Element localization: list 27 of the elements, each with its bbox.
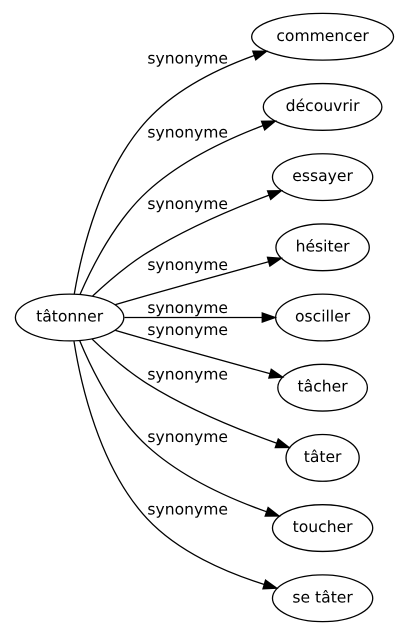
arrow [124, 312, 278, 323]
edge-label: synonyme [147, 500, 228, 519]
edge-label: synonyme [147, 50, 228, 68]
node-ellipse: toucher [272, 504, 374, 552]
node-ellipse: tâtonner [14, 293, 124, 342]
arrow [115, 330, 284, 379]
arrow [92, 338, 291, 448]
arrow [73, 340, 279, 590]
edge-label: synonyme [147, 195, 228, 214]
edge-label: synonyme [147, 299, 228, 318]
edge-label: synonyme [147, 365, 228, 384]
arrow [92, 190, 284, 296]
edge-label: synonyme [147, 256, 228, 274]
node-ellipse: osciller [274, 293, 370, 342]
arrow [115, 256, 284, 306]
edge-label: synonyme [147, 321, 228, 340]
arrow [74, 50, 268, 294]
arrow [79, 340, 281, 517]
node-ellipse: tâcher [277, 364, 368, 412]
node-ellipse: hésiter [275, 223, 370, 272]
edge-label: synonyme [147, 124, 228, 142]
node-ellipse: se tâter [272, 574, 374, 622]
arrow [80, 120, 278, 295]
node-ellipse: tâter [285, 434, 360, 482]
edge-label: synonyme [147, 428, 228, 446]
node-ellipse: découvrir [262, 82, 383, 131]
node-ellipse: essayer [272, 153, 374, 202]
